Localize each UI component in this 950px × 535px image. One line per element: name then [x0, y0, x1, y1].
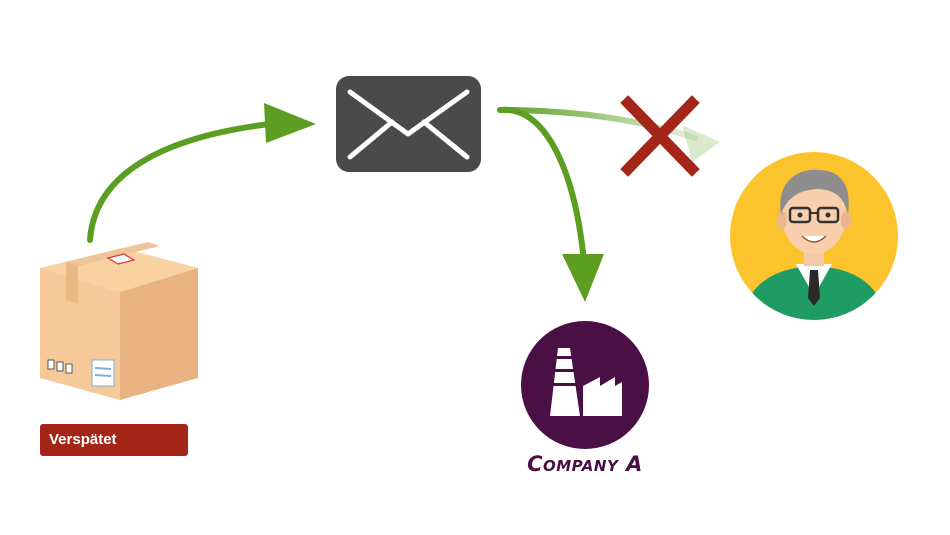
person-avatar-icon: [730, 152, 898, 320]
arrow-mail-to-company: [497, 106, 604, 302]
envelope-icon: [336, 76, 481, 172]
arrow-package-to-mail: [87, 103, 316, 243]
package-box-icon: [40, 242, 198, 400]
company-name-label: Company A: [527, 452, 643, 476]
blocked-x-icon: [620, 95, 700, 177]
factory-icon: [521, 321, 649, 449]
status-badge: Verspätet: [40, 424, 188, 456]
arrow-mail-to-person-blocked: [497, 107, 720, 162]
